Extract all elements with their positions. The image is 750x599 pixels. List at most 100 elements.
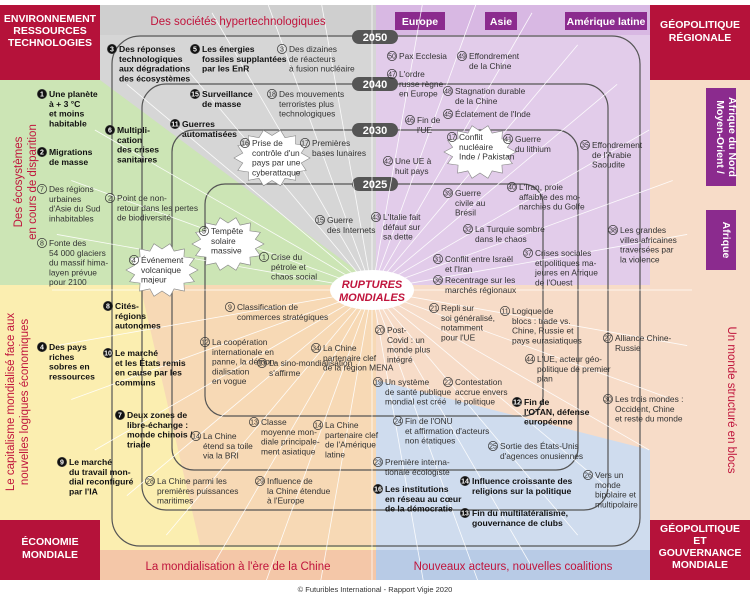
scenario-item: en cause par les bbox=[115, 368, 182, 378]
scenario-item: jeures en Afrique bbox=[534, 268, 598, 278]
item-number: 36 bbox=[434, 278, 442, 285]
item-number: 8 bbox=[40, 241, 44, 248]
corner-economy-label: ÉCONOMIE bbox=[21, 535, 78, 548]
item-number-badge bbox=[443, 86, 453, 96]
item-number: 46 bbox=[406, 118, 414, 125]
item-number-badge bbox=[277, 44, 287, 54]
item-number-badge bbox=[512, 397, 522, 407]
item-number: 47 bbox=[388, 72, 396, 79]
scenario-item: la violence bbox=[620, 254, 660, 264]
ray bbox=[126, 289, 373, 496]
scenario-item: Influence de bbox=[267, 476, 313, 486]
scenario-item: La sino-mondialisation bbox=[269, 358, 353, 368]
item-number: 49 bbox=[458, 54, 466, 61]
burst-solar-storm bbox=[191, 217, 265, 271]
scenario-item: diale principale- bbox=[261, 437, 320, 447]
item-number: 29 bbox=[256, 479, 264, 486]
scenario-item: Fonte des bbox=[49, 238, 86, 248]
scenario-item: de masse bbox=[49, 157, 88, 167]
item-number-badge bbox=[105, 193, 115, 203]
item-number: 6 bbox=[108, 128, 112, 135]
item-number-badge bbox=[107, 44, 117, 54]
item-number-badge bbox=[387, 51, 397, 61]
burst-volcano bbox=[125, 243, 199, 297]
item-number: 28 bbox=[146, 479, 154, 486]
item-number: 38 bbox=[609, 228, 617, 235]
scenario-item: en réseau au cœur bbox=[385, 494, 462, 504]
scenario-item: Guerre bbox=[515, 134, 541, 144]
band-title-tech: Des sociétés hypertechnologiques bbox=[150, 16, 325, 28]
item-number: 41 bbox=[504, 137, 512, 144]
item-number-badge bbox=[503, 134, 513, 144]
scenario-item: Les grandes bbox=[620, 225, 666, 235]
item-number-badge bbox=[443, 109, 453, 119]
scenario-item: monde plus bbox=[387, 345, 430, 355]
scenario-item: Sortie des États-Unis bbox=[500, 441, 579, 451]
year-label-2030: 2030 bbox=[363, 125, 387, 137]
scenario-item: dans le chaos bbox=[475, 234, 527, 244]
scenario-item: Fin de bbox=[524, 397, 550, 407]
scenario-item: Des réponses bbox=[119, 44, 176, 54]
scenario-item: Fin de bbox=[417, 115, 441, 125]
scenario-item: pour l'UE bbox=[441, 332, 476, 342]
scenario-item: sa dette bbox=[383, 232, 413, 242]
scenario-item: Éclatement de l'Inde bbox=[455, 109, 531, 119]
item-number: 2 bbox=[40, 150, 44, 157]
item-number-badge bbox=[190, 44, 200, 54]
item-number: 21 bbox=[430, 306, 438, 313]
ray bbox=[262, 289, 373, 591]
scenario-item: Contestation bbox=[455, 377, 502, 387]
scenario-item: bases lunaires bbox=[312, 148, 366, 158]
ray bbox=[371, 180, 673, 291]
item-number: 5 bbox=[193, 47, 197, 54]
item-number-badge bbox=[259, 252, 269, 262]
scenario-item: retour dans les pertes bbox=[117, 203, 198, 213]
band-title-capitalism: nouvelles logiques économiques bbox=[19, 319, 31, 485]
item-number-badge bbox=[257, 358, 267, 368]
item-number-badge bbox=[387, 69, 397, 79]
scenario-item: à l'Europe bbox=[267, 496, 305, 506]
item-number-badge bbox=[460, 476, 470, 486]
item-number: 15 bbox=[316, 218, 324, 225]
scenario-item: pétrole et bbox=[271, 262, 307, 272]
region-label-moyen-orient: Moyen-Orient / bbox=[714, 100, 726, 174]
scenario-item: La Chine bbox=[203, 431, 237, 441]
region-label-asie: Asie bbox=[490, 16, 512, 28]
scenario-item: Classe bbox=[261, 417, 287, 427]
item-number-badge bbox=[249, 417, 259, 427]
scenario-item: Des pays bbox=[49, 342, 87, 352]
item-number-badge bbox=[373, 484, 383, 494]
scenario-item: et reste du monde bbox=[615, 414, 683, 424]
scenario-item: Guerres bbox=[182, 119, 215, 129]
scenario-item: en vogue bbox=[212, 376, 247, 386]
item-number-badge bbox=[199, 226, 209, 236]
scenario-item: Événement bbox=[141, 255, 184, 265]
scenario-item: blocs : trade vs. bbox=[512, 316, 571, 326]
band-title-capitalism: Le capitalisme mondialisé face aux bbox=[5, 313, 17, 492]
item-number: 25 bbox=[489, 444, 497, 451]
item-number: 27 bbox=[604, 336, 612, 343]
scenario-item: Les trois mondes : bbox=[615, 394, 683, 404]
region-tab-asie bbox=[485, 12, 517, 30]
item-number-badge bbox=[191, 431, 201, 441]
item-number: 14 bbox=[461, 479, 469, 486]
item-number: 4 bbox=[132, 258, 136, 265]
ray bbox=[371, 84, 618, 291]
scenario-item: Logique de bbox=[512, 306, 554, 316]
item-number: 37 bbox=[524, 251, 532, 258]
item-number-badge bbox=[583, 470, 593, 480]
scenario-item: gouvernance de clubs bbox=[472, 518, 563, 528]
scenario-item: de la démocratie bbox=[385, 504, 453, 514]
ray bbox=[94, 129, 373, 291]
scenario-item: civile au bbox=[455, 198, 486, 208]
scenario-item: par l'IA bbox=[69, 486, 98, 496]
band-title-ecosystems: en cours de disparition bbox=[27, 124, 39, 240]
region-tab-europe bbox=[395, 12, 445, 30]
year-pill-2030 bbox=[352, 123, 398, 137]
item-number: 3 bbox=[280, 47, 284, 54]
ray bbox=[371, 0, 424, 291]
ray bbox=[371, 289, 482, 591]
item-number: 16 bbox=[241, 141, 249, 148]
scenario-item: du travail mon- bbox=[69, 467, 131, 477]
